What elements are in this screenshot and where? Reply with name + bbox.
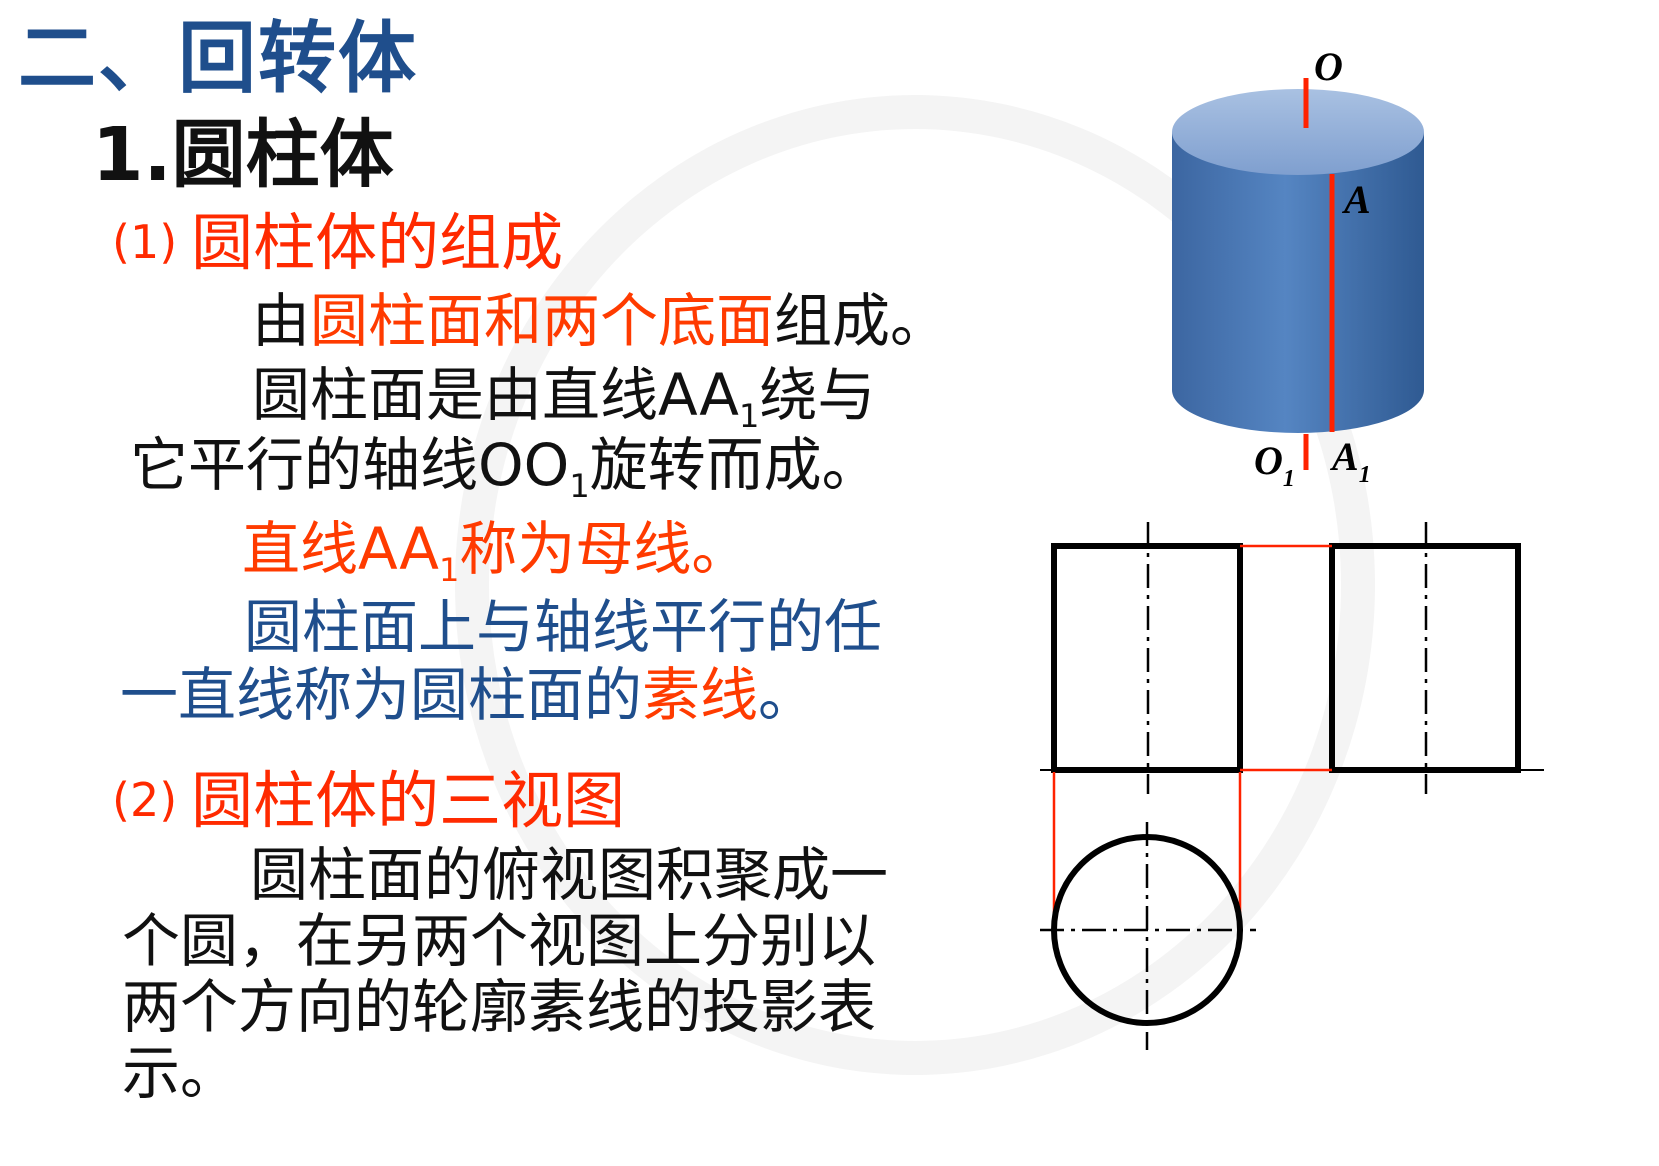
text-fragment: 绕与: [759, 361, 876, 429]
subsection-composition: (1)圆柱体的组成: [112, 212, 563, 274]
page-title: 二、回转体: [18, 14, 419, 104]
text-fragment: 由: [252, 287, 311, 355]
paragraph-views-line1: 圆柱面的俯视图积聚成一: [250, 841, 889, 909]
paragraph-generatrix: 直线AA1称为母线。: [242, 520, 749, 586]
subsection-number: (1): [112, 215, 178, 269]
text-fragment: 组成。: [774, 287, 949, 355]
label-a-bottom: A1: [1329, 434, 1371, 488]
paragraph-views-line2: 个圆，在另两个视图上分别以: [122, 907, 877, 975]
subsection-three-views: (2)圆柱体的三视图: [112, 770, 625, 832]
subscript: 1: [738, 397, 760, 435]
paragraph-generation-line2: 它平行的轴线OO1旋转而成。: [130, 436, 880, 502]
top-view: [1040, 822, 1256, 1050]
projection-lines: [1040, 544, 1544, 930]
label-o-top: O: [1314, 44, 1343, 89]
subscript: 1: [569, 467, 590, 505]
paragraph-views-line3: 两个方向的轮廓素线的投影表: [122, 973, 877, 1041]
subsection-title: 圆柱体的组成: [191, 206, 564, 279]
text-fragment: 它平行的轴线OO: [130, 431, 570, 499]
highlight-text: 素线: [642, 661, 759, 729]
highlight-text: 圆柱面和两个底面: [310, 287, 775, 355]
subscript: 1: [438, 551, 460, 589]
paragraph-element-line2: 一直线称为圆柱面的素线。: [120, 666, 816, 724]
text-fragment: 称为母线。: [459, 515, 750, 583]
text-fragment: 圆柱面是由直线AA: [252, 361, 739, 429]
front-view: [1051, 522, 1243, 794]
text-fragment: 直线AA: [242, 515, 439, 583]
section-title-cylinder: 1.圆柱体: [92, 112, 394, 198]
paragraph-views-line4: 示。: [122, 1039, 239, 1107]
label-a-top: A: [1341, 177, 1371, 222]
paragraph-composition: 由圆柱面和两个底面组成。: [252, 292, 948, 350]
cylinder-top-face: [1172, 89, 1424, 175]
text-fragment: 一直线称为圆柱面的: [120, 661, 643, 729]
paragraph-element-line1: 圆柱面上与轴线平行的任: [244, 593, 883, 661]
cylinder-side: [1172, 132, 1424, 433]
subsection-title: 圆柱体的三视图: [191, 764, 626, 837]
paragraph-generation-line1: 圆柱面是由直线AA1绕与: [252, 366, 875, 432]
cylinder-labels: O A O1 A1: [1254, 44, 1371, 492]
cylinder-3d: [1172, 78, 1424, 470]
label-o-bottom: O1: [1254, 438, 1295, 492]
text-fragment: 。: [758, 661, 817, 729]
side-view: [1329, 522, 1521, 794]
text-fragment: 旋转而成。: [589, 431, 880, 499]
subsection-number: (2): [112, 773, 178, 827]
